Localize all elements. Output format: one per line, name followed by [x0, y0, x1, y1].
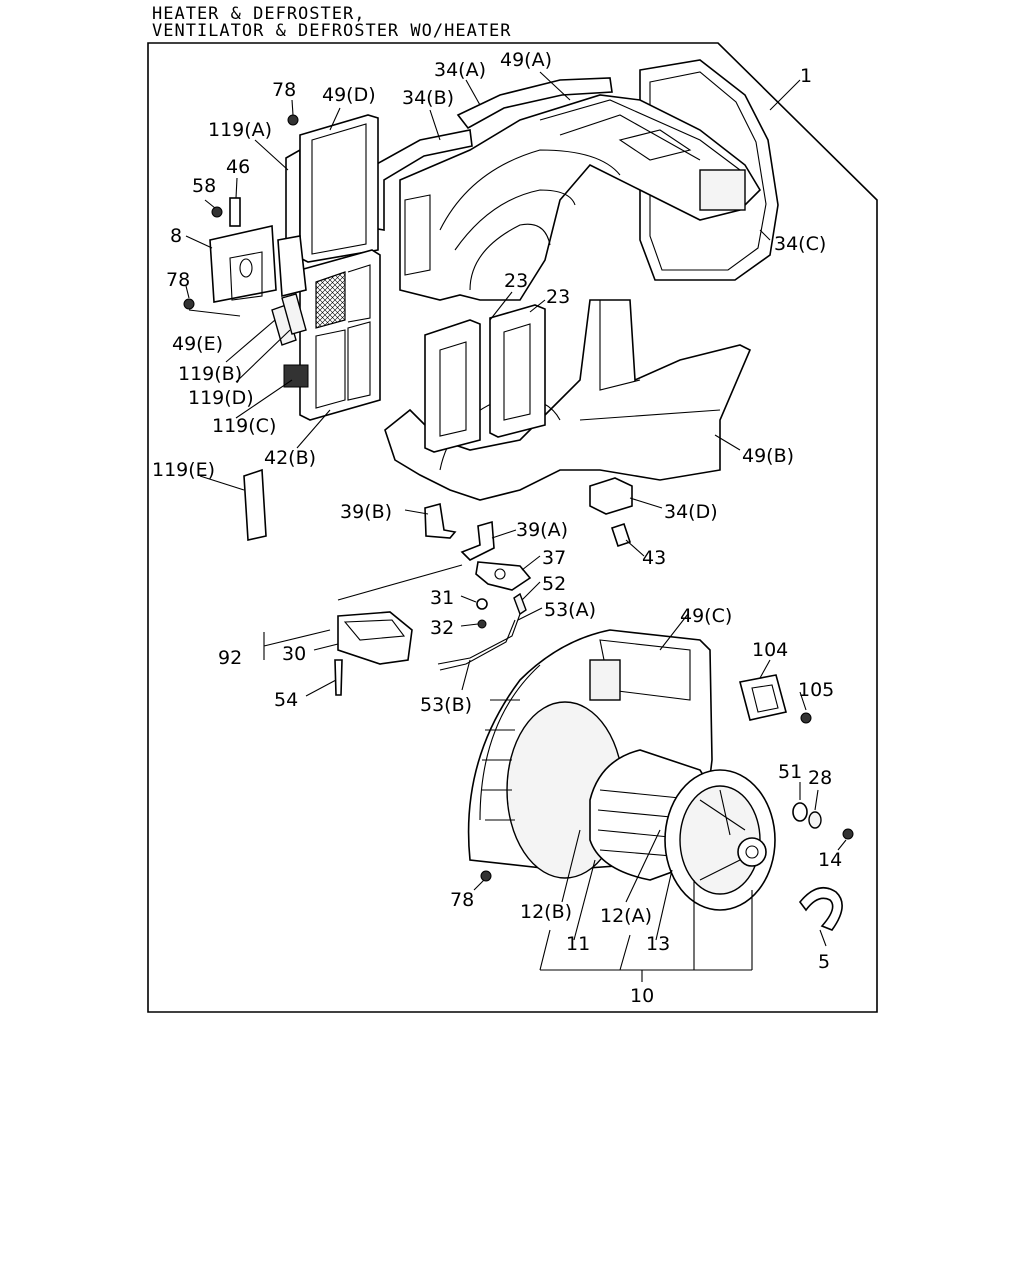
diagram-frame [147, 42, 878, 1013]
seal-34a [456, 77, 613, 130]
screw-105 [800, 712, 812, 724]
actuator-linkage [334, 502, 532, 696]
label-52: 52 [542, 573, 566, 595]
washer-28 [808, 811, 822, 829]
label-119b: 119(B) [178, 363, 242, 385]
label-46: 46 [226, 156, 250, 178]
part-labels: 1 34(A) 49(A) 78 49(D) 34(B) 119(A) 46 5… [152, 49, 842, 1007]
label-43: 43 [642, 547, 666, 569]
diagram-title-line-2: VENTILATOR & DEFROSTER WO/HEATER [152, 21, 512, 41]
label-39a: 39(A) [516, 519, 568, 541]
label-13: 13 [646, 933, 670, 955]
rod-53b [439, 619, 516, 671]
lower-case-body [384, 299, 752, 501]
screw-54 [334, 659, 343, 696]
label-104: 104 [752, 639, 788, 661]
seal-119b [271, 304, 297, 346]
screw-78-top [287, 114, 299, 126]
label-39b: 39(B) [340, 501, 392, 523]
screw-58 [211, 206, 223, 218]
label-105: 105 [798, 679, 834, 701]
label-119a: 119(A) [208, 119, 272, 141]
bracket-8 [209, 225, 277, 303]
rod-53a [437, 613, 521, 665]
label-34d: 34(D) [664, 501, 718, 523]
washer-51 [792, 802, 808, 822]
label-8: 8 [170, 225, 182, 247]
seal-119d [281, 293, 307, 335]
label-51: 51 [778, 761, 802, 783]
label-1: 1 [800, 65, 812, 87]
label-23-upper: 23 [504, 270, 528, 292]
seal-34d [589, 477, 633, 515]
upper-case-assembly [371, 59, 779, 301]
label-92: 92 [218, 647, 242, 669]
label-42b: 42(B) [264, 447, 316, 469]
washer-31 [476, 598, 488, 610]
label-119c: 119(C) [212, 415, 276, 437]
label-53a: 53(A) [544, 599, 596, 621]
connector-block [589, 659, 621, 701]
label-11: 11 [566, 933, 590, 955]
lever-39b [424, 502, 457, 539]
label-119d: 119(D) [188, 387, 254, 409]
label-54: 54 [274, 689, 298, 711]
label-5: 5 [818, 951, 830, 973]
spring-52 [513, 592, 527, 616]
label-49a: 49(A) [500, 49, 552, 71]
pin-46 [229, 197, 241, 227]
label-78-top: 78 [272, 79, 296, 101]
label-28: 28 [808, 767, 832, 789]
label-12b: 12(B) [520, 901, 572, 923]
label-78-blower: 78 [450, 889, 474, 911]
label-14: 14 [818, 849, 842, 871]
nut-14 [842, 828, 854, 840]
link-37 [475, 561, 532, 591]
clip [277, 235, 307, 298]
hose-5 [798, 886, 843, 931]
label-34b: 34(B) [402, 87, 454, 109]
label-23-lower: 23 [546, 286, 570, 308]
label-49c: 49(C) [680, 605, 732, 627]
upper-case-vent [699, 169, 746, 211]
actuator-30 [337, 611, 413, 665]
resistor-104 [739, 674, 787, 721]
leader-lines [185, 71, 847, 982]
label-119e: 119(E) [152, 459, 215, 481]
heater-core-23-left [424, 319, 481, 453]
blower-assembly [467, 629, 854, 931]
label-34a: 34(A) [434, 59, 486, 81]
label-37: 37 [542, 547, 566, 569]
seal-119c [283, 364, 309, 388]
label-78-mid: 78 [166, 269, 190, 291]
clip-32 [477, 619, 487, 629]
label-49e: 49(E) [172, 333, 223, 355]
label-58: 58 [192, 175, 216, 197]
label-12a: 12(A) [600, 905, 652, 927]
clip-43 [610, 522, 632, 548]
lever-39a [460, 520, 495, 561]
label-31: 31 [430, 587, 454, 609]
label-49d: 49(D) [322, 84, 376, 106]
label-53b: 53(B) [420, 694, 472, 716]
label-30: 30 [282, 643, 306, 665]
label-32: 32 [430, 617, 454, 639]
screw-78-blower [480, 870, 492, 882]
upper-case-body [399, 94, 762, 301]
label-34c: 34(C) [774, 233, 826, 255]
lower-case-assembly [384, 299, 752, 548]
filter-assembly [183, 114, 381, 541]
label-10: 10 [630, 985, 654, 1007]
diagram-title-line-1: HEATER & DEFROSTER, [152, 4, 366, 24]
label-49b: 49(B) [742, 445, 794, 467]
motor-hub [737, 837, 767, 867]
screw-78-mid [183, 298, 195, 310]
seal-119e [243, 468, 267, 541]
